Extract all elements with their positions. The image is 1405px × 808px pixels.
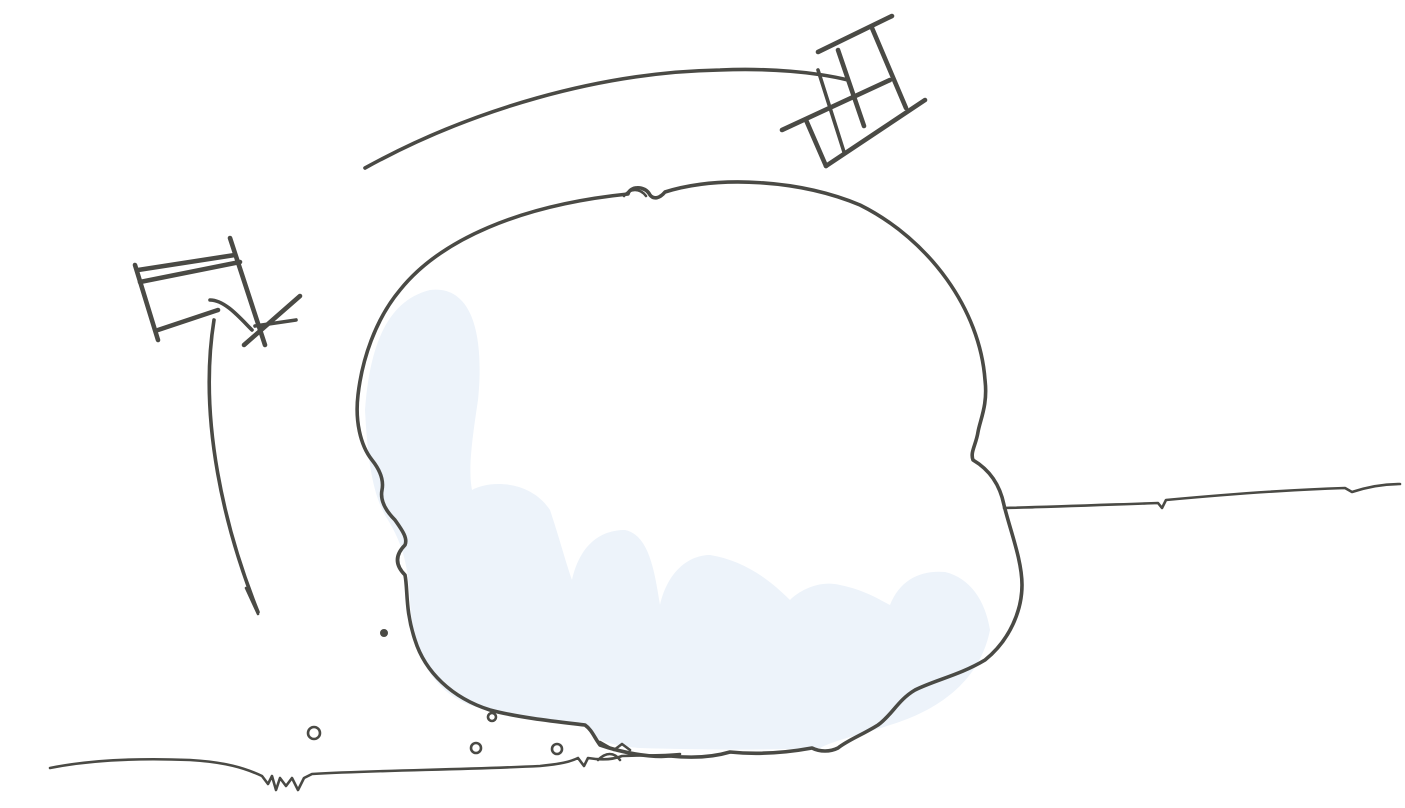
ground-left [50,754,680,790]
pebble [471,743,481,753]
pebble [308,727,320,739]
pebble [380,629,388,637]
pebble [488,713,496,721]
curved-arrow-left [209,320,258,612]
small-stool-left [135,238,300,345]
curved-arrow-top [365,69,848,168]
pebble [552,744,562,754]
ground-right [1004,484,1400,508]
arrow-head-left [210,300,252,330]
small-stool-right [782,16,925,166]
snowball-shading [365,290,990,750]
